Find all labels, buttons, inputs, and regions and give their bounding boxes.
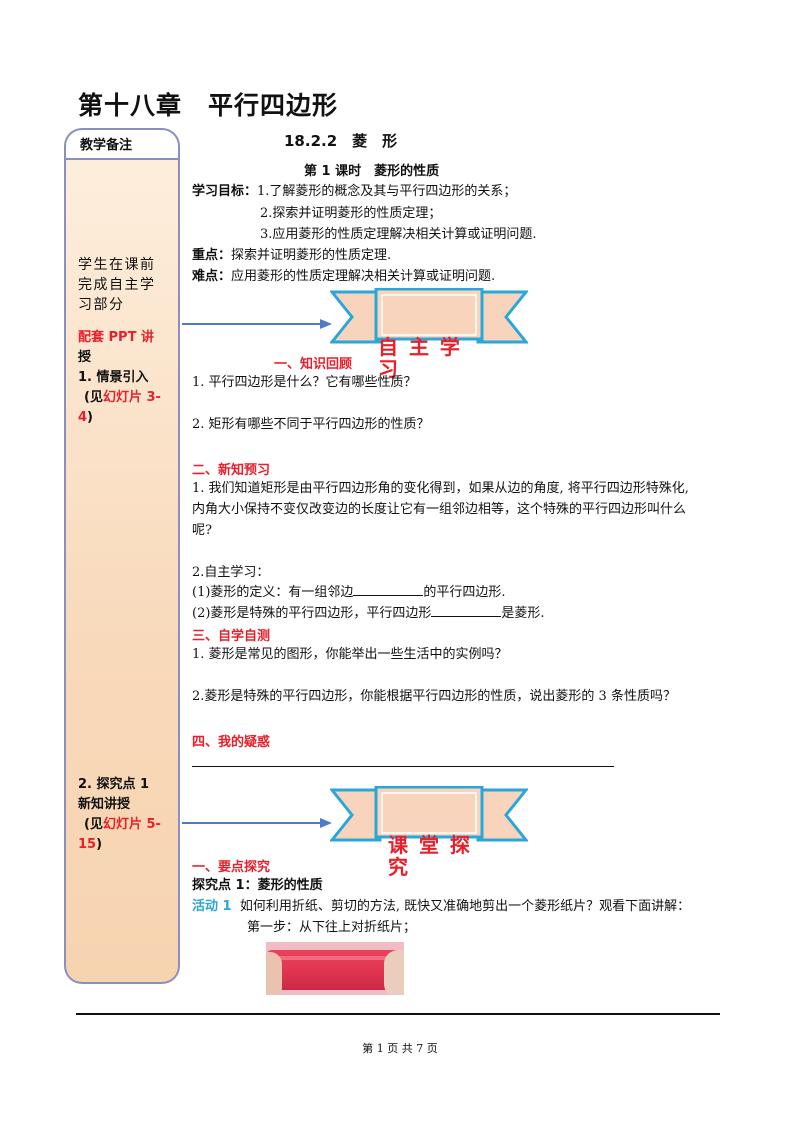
part1-title: 一、知识回顾 <box>274 357 353 372</box>
arrow-head-2 <box>320 817 332 828</box>
section-title: 18.2.2 菱 形 <box>284 132 398 150</box>
part3-q1: 1. 菱形是常见的图形，你能举出一些生活中的实例吗？ <box>192 647 508 662</box>
difficult-point: 难点：应用菱形的性质定理解决相关计算或证明问题. <box>192 269 496 284</box>
banner-2-text: 课 堂 探究 <box>388 833 472 879</box>
arrow-head-1 <box>320 318 332 329</box>
part2-p4: (2)菱形是特殊的平行四边形，平行四边形是菱形. <box>192 603 545 623</box>
goals-line-1: 学习目标：1.了解菱形的概念及其与平行四边形的关系； <box>192 184 517 199</box>
part2-title: 二、新知预习 <box>192 463 271 478</box>
pointer-arrow-2 <box>182 822 322 824</box>
part2-p2: 2.自主学习： <box>192 565 270 580</box>
goals-line-2: 2.探索并证明菱形的性质定理； <box>260 206 442 221</box>
footer-rule <box>76 1013 720 1015</box>
explore-subtitle: 探究点 1：菱形的性质 <box>192 878 323 893</box>
lesson-title: 第 1 课时 菱形的性质 <box>304 164 440 179</box>
part2-p1-line2: 内角大小保持不变仅改变边的长度让它有一组邻边相等，这个特殊的平行四边形叫什么 <box>192 502 687 517</box>
self-study-banner <box>330 288 528 344</box>
part3-title: 三、自学自测 <box>192 629 271 644</box>
explore-title: 一、要点探究 <box>192 860 271 875</box>
doubt-answer-line <box>192 766 614 767</box>
key-point: 重点：探索并证明菱形的性质定理. <box>192 248 392 263</box>
part2-p1-line1: 1. 我们知道矩形是由平行四边形角的变化得到，如果从边的角度, 将平行四边形特殊… <box>192 481 689 496</box>
part1-q1: 1. 平行四边形是什么？它有哪些性质？ <box>192 375 417 390</box>
part2-p3: (1)菱形的定义：有一组邻边的平行四边形. <box>192 582 506 602</box>
step-1: 第一步：从下往上对折纸片； <box>247 920 417 935</box>
part3-q2: 2.菱形是特殊的平行四边形，你能根据平行四边形的性质，说出菱形的 3 条性质吗？ <box>192 689 676 704</box>
class-explore-banner <box>330 786 528 842</box>
part2-p1-line3: 呢? <box>192 523 212 538</box>
folding-photo <box>266 942 404 995</box>
activity-1: 活动 1 如何利用折纸、剪切的方法, 既快又准确地剪出一个菱形纸片？观看下面讲解… <box>192 899 691 914</box>
teaching-notes-header: 教学备注 <box>64 128 180 158</box>
sidebar-note: 学生在课前 完成自主学 习部分 <box>78 257 156 313</box>
chapter-title: 第十八章 平行四边形 <box>78 91 339 120</box>
goals-line-3: 3.应用菱形的性质定理解决相关计算或证明问题. <box>260 227 537 242</box>
sidebar-divider <box>64 158 180 160</box>
sidebar-ppt-note: 配套 PPT 讲 授 1. 情景引入 (见幻灯片 3- 4) <box>78 330 161 425</box>
part1-q2: 2. 矩形有哪些不同于平行四边形的性质？ <box>192 417 430 432</box>
pointer-arrow-1 <box>182 323 322 325</box>
teaching-notes-panel <box>64 158 180 984</box>
page-number: 第 1 页 共 7 页 <box>362 1042 438 1055</box>
part4-title: 四、我的疑惑 <box>192 735 271 750</box>
sidebar-step2-note: 2. 探究点 1 新知讲授 (见幻灯片 5- 15) <box>78 777 161 852</box>
banner-1-text: 自 主 学习 <box>378 335 462 381</box>
